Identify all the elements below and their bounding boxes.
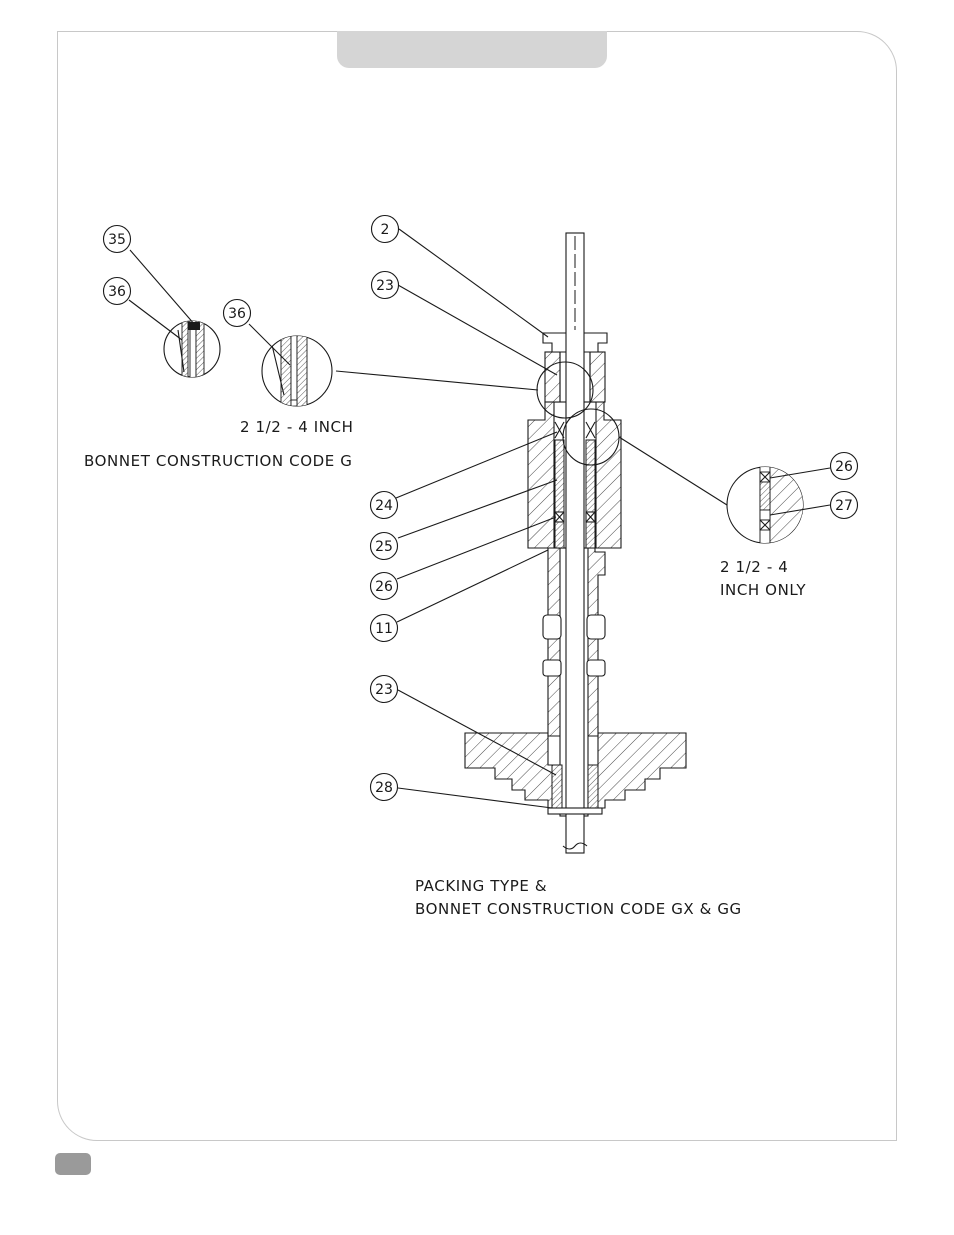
detail-view-36 [262,332,332,412]
detail-view-26-27 [727,462,810,550]
svg-text:26: 26 [375,579,393,595]
callout-36-right: 36 [224,300,251,327]
svg-text:27: 27 [835,498,853,514]
callout-26-main: 26 [371,573,398,600]
svg-text:26: 26 [835,459,853,475]
svg-text:24: 24 [375,498,393,514]
callout-11: 11 [371,615,398,642]
callout-2: 2 [372,216,399,243]
neck-recess-right [587,615,605,639]
callout-27: 27 [831,492,858,519]
caption-packing-type: PACKING TYPE & [415,877,547,895]
bonnet-section-view [465,233,686,853]
callout-25: 25 [371,533,398,560]
svg-text:23: 23 [375,682,393,698]
svg-text:2: 2 [381,222,390,238]
svg-text:23: 23 [376,278,394,294]
callout-35: 35 [104,226,131,253]
packing-ring-right [586,440,595,512]
callout-36-left: 36 [104,278,131,305]
svg-text:25: 25 [375,539,393,555]
caption-size-range-g: 2 1/2 - 4 INCH [240,418,354,436]
caption-detail-size-1: 2 1/2 - 4 [720,558,788,576]
bottom-bushing-left [552,765,562,810]
callout-26-detail: 26 [831,453,858,480]
neck-recess-left [543,615,561,639]
callout-23-top: 23 [372,272,399,299]
neck-recess-right-2 [587,660,605,676]
bottom-bushing-right [588,765,598,810]
callout-23-bottom: 23 [371,676,398,703]
caption-bonnet-code-gx-gg: BONNET CONSTRUCTION CODE GX & GG [415,900,742,918]
callout-24: 24 [371,492,398,519]
svg-text:36: 36 [228,306,246,322]
detail-view-35 [164,318,220,380]
caption-detail-size-2: INCH ONLY [720,581,806,599]
caption-bonnet-code-g: BONNET CONSTRUCTION CODE G [84,452,352,470]
callout-28: 28 [371,774,398,801]
svg-text:11: 11 [375,621,393,637]
svg-text:35: 35 [108,232,126,248]
neck-recess-left-2 [543,660,561,676]
packing-ring-left [555,440,564,512]
svg-text:36: 36 [108,284,126,300]
gland-follower-left [545,352,560,402]
retaining-ring [548,808,602,814]
svg-text:28: 28 [375,780,393,796]
